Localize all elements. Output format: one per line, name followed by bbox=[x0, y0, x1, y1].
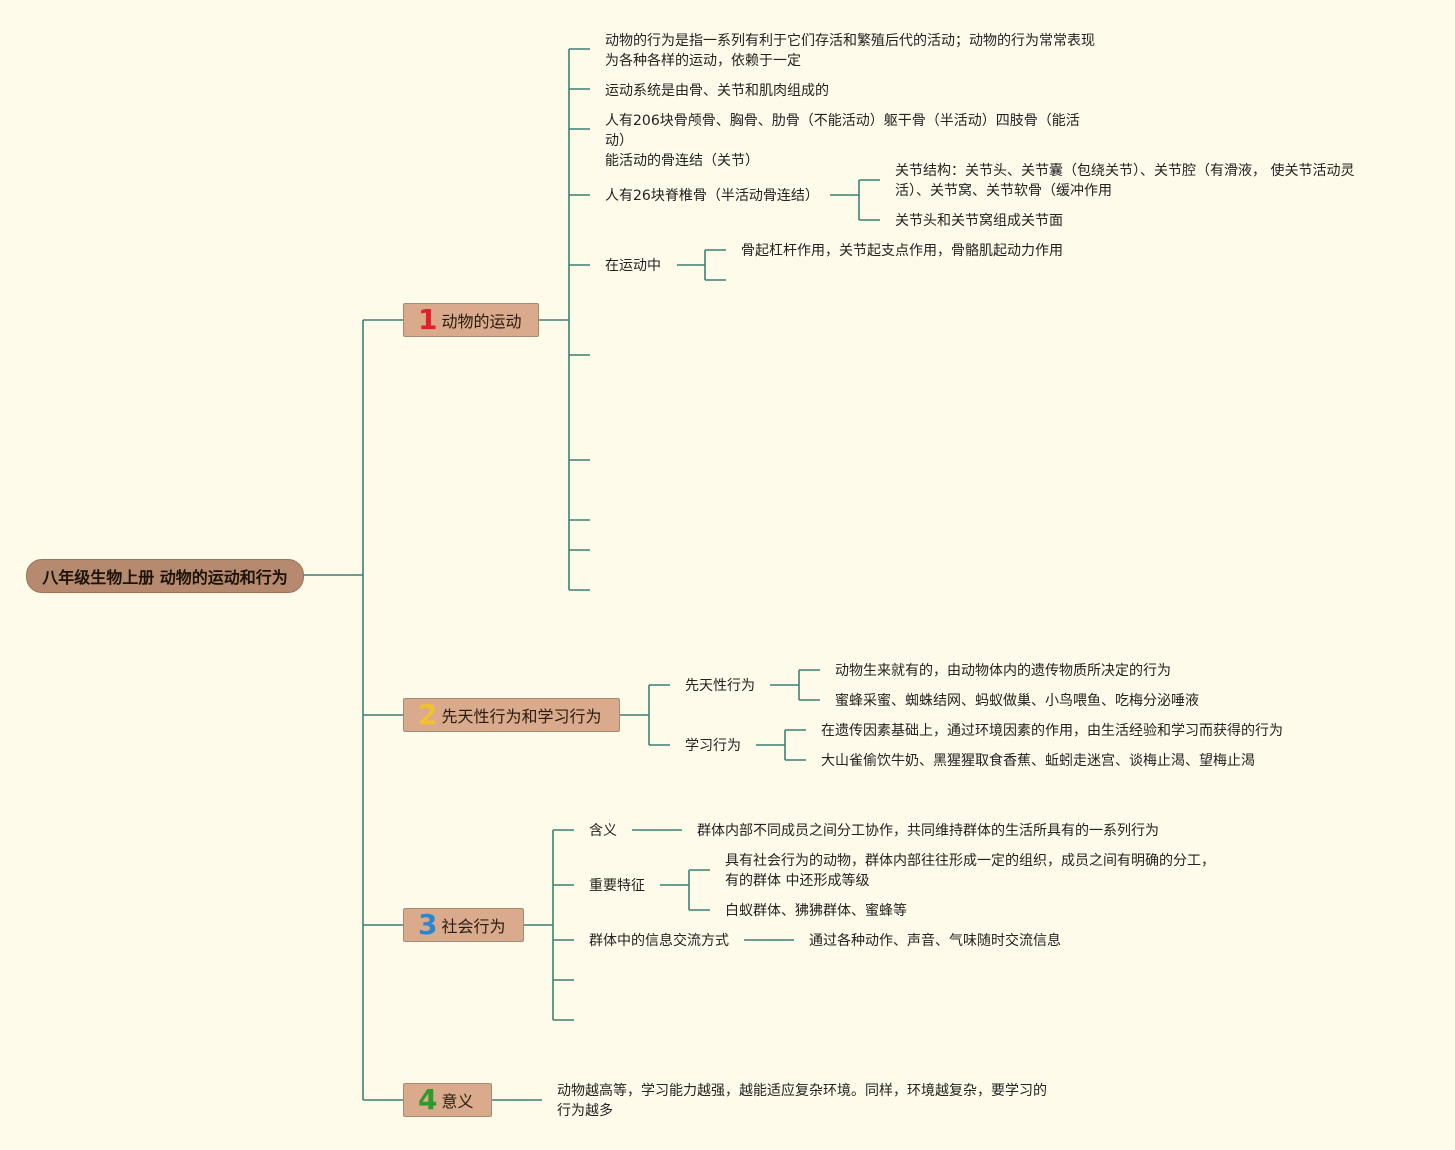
leaf-motor-system[interactable]: 运动系统是由骨、关节和肌肉组成的 bbox=[605, 83, 829, 99]
leaf-features-examples[interactable]: 白蚁群体、狒狒群体、蜜蜂等 bbox=[725, 903, 907, 919]
leaf-significance-text[interactable]: 动物越高等，学习能力越强，越能适应复杂环境。同样，环境越复杂，要学习的 行为越多 bbox=[557, 1083, 1047, 1119]
branch-innate-learned[interactable]: 2 先天性行为和学习行为 bbox=[403, 698, 620, 732]
leaf-meaning[interactable]: 含义 bbox=[589, 823, 617, 839]
leaf-learned-definition[interactable]: 在遗传因素基础上，通过环境因素的作用，由生活经验和学习而获得的行为 bbox=[821, 723, 1283, 739]
leaf-joint-structure[interactable]: 关节结构：关节头、关节囊（包绕关节）、关节腔（有滑液， 使关节活动灵 活）、关节… bbox=[895, 163, 1355, 199]
leaf-26-vertebrae[interactable]: 人有26块脊椎骨（半活动骨连结） bbox=[605, 188, 819, 204]
root-topic[interactable]: 八年级生物上册 动物的运动和行为 bbox=[26, 559, 304, 593]
branch-number-3: 3 bbox=[418, 908, 438, 941]
branch-social-behavior[interactable]: 3 社会行为 bbox=[403, 908, 524, 942]
leaf-key-features[interactable]: 重要特征 bbox=[589, 878, 645, 894]
leaf-meaning-definition[interactable]: 群体内部不同成员之间分工协作，共同维持群体的生活所具有的一系列行为 bbox=[697, 823, 1159, 839]
leaf-learned-behavior[interactable]: 学习行为 bbox=[685, 738, 741, 754]
branch-label: 先天性行为和学习行为 bbox=[441, 707, 602, 726]
branch-number-4: 4 bbox=[418, 1083, 438, 1116]
branch-label: 动物的运动 bbox=[441, 312, 522, 331]
leaf-innate-behavior[interactable]: 先天性行为 bbox=[685, 678, 755, 694]
leaf-lever-roles[interactable]: 骨起杠杆作用，关节起支点作用，骨骼肌起动力作用 bbox=[741, 243, 1063, 259]
leaf-learned-examples[interactable]: 大山雀偷饮牛奶、黑猩猩取食香蕉、蚯蚓走迷宫、谈梅止渴、望梅止渴 bbox=[821, 753, 1255, 769]
leaf-behavior-definition[interactable]: 动物的行为是指一系列有利于它们存活和繁殖后代的活动；动物的行为常常表现 为各种各… bbox=[605, 33, 1095, 69]
branch-label: 社会行为 bbox=[441, 917, 506, 936]
leaf-innate-examples[interactable]: 蜜蜂采蜜、蜘蛛结网、蚂蚁做巢、小鸟喂鱼、吃梅分泌唾液 bbox=[835, 693, 1199, 709]
branch-number-1: 1 bbox=[418, 303, 438, 336]
leaf-communication[interactable]: 群体中的信息交流方式 bbox=[589, 933, 729, 949]
branch-label: 意义 bbox=[441, 1092, 474, 1111]
branch-significance[interactable]: 4 意义 bbox=[403, 1083, 492, 1117]
root-label: 八年级生物上册 动物的运动和行为 bbox=[42, 568, 288, 587]
branch-animal-movement[interactable]: 1 动物的运动 bbox=[403, 303, 539, 337]
leaf-joint-surface[interactable]: 关节头和关节窝组成关节面 bbox=[895, 213, 1063, 229]
branch-number-2: 2 bbox=[418, 698, 438, 731]
leaf-206-bones[interactable]: 人有206块骨颅骨、胸骨、肋骨（不能活动）躯干骨（半活动）四肢骨（能活动） 能活… bbox=[605, 113, 1080, 169]
leaf-communication-method[interactable]: 通过各种动作、声音、气味随时交流信息 bbox=[809, 933, 1061, 949]
leaf-innate-definition[interactable]: 动物生来就有的，由动物体内的遗传物质所决定的行为 bbox=[835, 663, 1171, 679]
leaf-features-definition[interactable]: 具有社会行为的动物，群体内部往往形成一定的组织，成员之间有明确的分工， 有的群体… bbox=[725, 853, 1215, 889]
leaf-in-movement[interactable]: 在运动中 bbox=[605, 258, 661, 274]
